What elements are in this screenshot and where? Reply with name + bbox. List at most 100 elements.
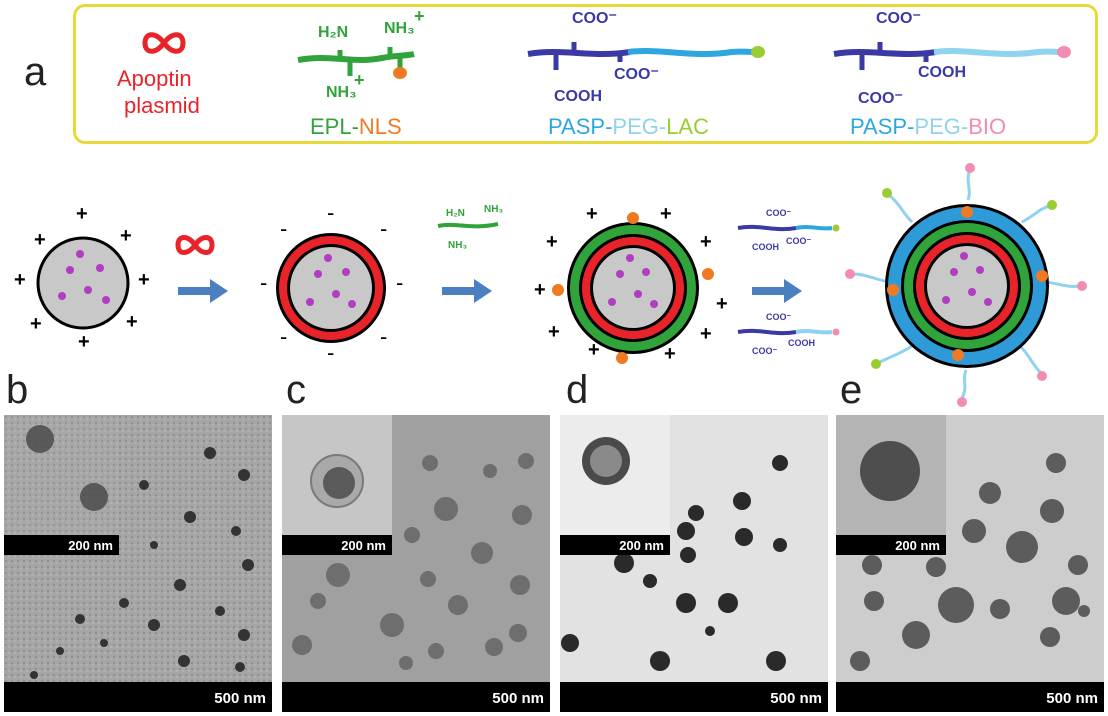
- dash-1: -: [605, 114, 613, 139]
- inset-scale-label-e: 200 nm: [895, 538, 940, 553]
- dash-3: -: [907, 114, 915, 139]
- inset-scale-label-d: 200 nm: [619, 538, 664, 553]
- tem-panel-e: 200 nm 500 nm: [836, 415, 1104, 712]
- epl-h2n-label: H₂N: [318, 24, 349, 41]
- epl-nh3-top-label: NH₃: [384, 20, 415, 37]
- panel-label-e: e: [840, 368, 863, 412]
- arrow-1: [178, 279, 228, 303]
- svg-text:-: -: [327, 340, 334, 365]
- svg-text:COO⁻: COO⁻: [766, 208, 792, 218]
- svg-text:-: -: [327, 200, 334, 225]
- ring-charges: --- -- ---: [260, 200, 403, 365]
- plasmid-arrow-icon: [175, 235, 215, 255]
- scalebar-d: [560, 682, 828, 712]
- pasp-text-lac: PASP: [548, 114, 606, 139]
- pasp-peg-lac-label: PASP-PEG-LAC: [548, 114, 709, 140]
- arrow-2: [442, 279, 492, 303]
- svg-text:+: +: [700, 231, 712, 253]
- svg-text:-: -: [280, 324, 287, 349]
- svg-text:+: +: [34, 229, 46, 251]
- svg-text:-: -: [380, 216, 387, 241]
- epl-nh3-bottom-label: NH₃: [326, 84, 357, 101]
- dash-2: -: [658, 114, 667, 139]
- plasmid-label-2: plasmid: [124, 93, 200, 118]
- lac-cooh: COOH: [554, 88, 602, 105]
- lac-coo-top: COO⁻: [572, 10, 617, 27]
- svg-text:+: +: [548, 321, 560, 343]
- scale-label-e: 500 nm: [1046, 690, 1098, 707]
- svg-text:+: +: [586, 203, 598, 225]
- panel-label-b: b: [6, 368, 29, 412]
- bio-coo-top: COO⁻: [876, 10, 921, 27]
- dash-4: -: [960, 114, 969, 139]
- svg-text:COOH: COOH: [752, 242, 779, 252]
- svg-text:+: +: [534, 279, 546, 301]
- svg-text:NH₃: NH₃: [484, 204, 503, 215]
- svg-text:-: -: [280, 216, 287, 241]
- scalebar-e: [836, 682, 1104, 712]
- tem-d-particles: [560, 415, 828, 712]
- inset-scalebar-b: [4, 535, 119, 555]
- final-nanoparticle: [845, 163, 1087, 407]
- scale-label-d: 500 nm: [770, 690, 822, 707]
- scale-label-b: 500 nm: [214, 690, 266, 707]
- svg-text:+: +: [700, 323, 712, 345]
- scale-label-c: 500 nm: [492, 690, 544, 707]
- svg-text:+: +: [660, 203, 672, 225]
- svg-text:+: +: [120, 225, 132, 247]
- tem-e-inset: 200 nm: [836, 415, 946, 555]
- tem-c-inset-image: [282, 415, 392, 555]
- nls-text: NLS: [358, 114, 402, 139]
- svg-text:COOH: COOH: [788, 338, 815, 348]
- inset-scalebar-c: [282, 535, 392, 555]
- svg-text:-: -: [396, 270, 403, 295]
- tem-panel-d: 200 nm 500 nm: [560, 415, 828, 712]
- epl-plus-top: +: [414, 6, 425, 26]
- tem-d-inset: 200 nm: [560, 415, 670, 555]
- tem-d-inset-image: [560, 415, 670, 555]
- bio-coo-bottom: COO⁻: [858, 90, 903, 107]
- panel-label-c: c: [286, 368, 306, 412]
- lac-coo-mid: COO⁻: [614, 66, 659, 83]
- svg-text:+: +: [546, 231, 558, 253]
- core-particle: [36, 236, 130, 330]
- pasp-peg-bio-molecule: [833, 42, 1071, 70]
- panel-label-d: d: [566, 368, 589, 412]
- pasp-peg-lac-molecule: [527, 42, 765, 70]
- tem-b-inset-image: [4, 415, 119, 555]
- svg-text:-: -: [260, 270, 267, 295]
- bio-text: BIO: [968, 114, 1007, 139]
- epl-dash: -: [351, 114, 359, 139]
- peg-text-lac: PEG: [612, 114, 659, 139]
- arrow-3: [752, 279, 802, 303]
- panel-label-a: a: [24, 50, 47, 94]
- bio-cooh: COOH: [918, 64, 966, 81]
- inset-scale-label-b: 200 nm: [68, 538, 113, 553]
- lac-text: LAC: [666, 114, 709, 139]
- epl-plus-bottom: +: [354, 70, 365, 90]
- polymer-mini-lac: [737, 224, 840, 232]
- svg-text:H₂N: H₂N: [446, 208, 465, 219]
- epl-charges: ++++ ++ ++++: [534, 203, 728, 365]
- core-charges: +++ ++ +++: [14, 203, 150, 353]
- legend-box: [73, 4, 1098, 144]
- tem-c-inset: 200 nm: [282, 415, 392, 555]
- inset-scalebar-e: [836, 535, 946, 555]
- epl-text: EPL: [310, 114, 352, 139]
- svg-text:+: +: [138, 269, 150, 291]
- apoptin-label: Apoptin: [117, 66, 192, 91]
- epl-mini: [437, 222, 499, 229]
- tem-b-inset: 200 nm: [4, 415, 119, 555]
- svg-text:+: +: [78, 331, 90, 353]
- epl-nls-label: EPL-NLS: [310, 114, 402, 140]
- scalebar-b: [4, 682, 272, 712]
- svg-text:+: +: [588, 339, 600, 361]
- svg-text:COO⁻: COO⁻: [752, 346, 778, 356]
- svg-text:+: +: [126, 311, 138, 333]
- scalebar-c: [282, 682, 550, 712]
- plasmid-coated-particle: [276, 233, 386, 343]
- plasmid-icon: [142, 32, 186, 54]
- svg-text:+: +: [30, 313, 42, 335]
- inset-scalebar-d: [560, 535, 670, 555]
